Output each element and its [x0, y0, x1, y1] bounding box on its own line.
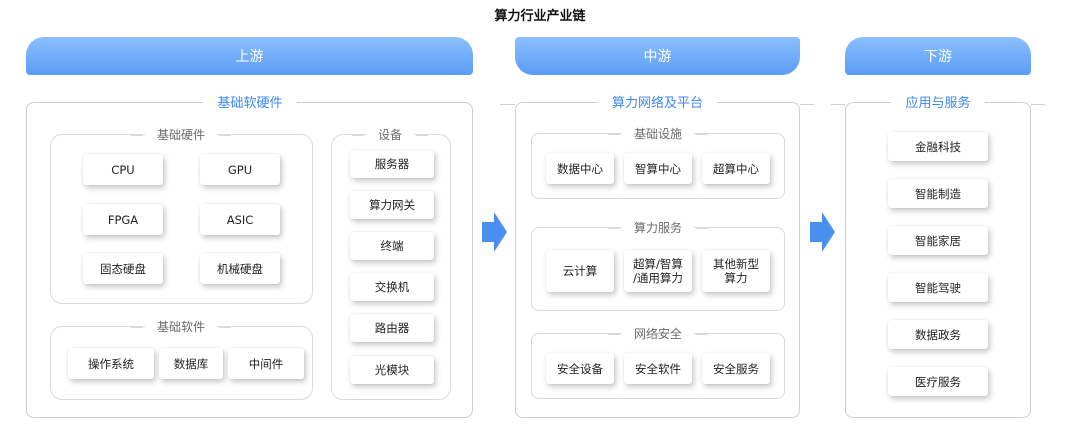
equipment-item: 终端 — [350, 232, 434, 260]
application-item: 金融科技 — [888, 132, 988, 161]
midstream-panel-title: 算力网络及平台 — [597, 96, 717, 111]
software-item: 数据库 — [159, 348, 223, 379]
hardware-item: CPU — [83, 154, 163, 185]
software-item: 操作系统 — [68, 348, 154, 379]
downstream-panel-title: 应用与服务 — [891, 96, 985, 111]
upstream-header: 上游 — [26, 37, 473, 75]
equipment-item: 交换机 — [350, 273, 434, 301]
software-item: 中间件 — [228, 348, 304, 379]
application-item: 智能家居 — [888, 226, 988, 255]
midstream-header: 中游 — [515, 37, 800, 75]
application-item: 数据政务 — [888, 320, 988, 349]
security-item: 安全软件 — [624, 353, 692, 384]
computing-service-item: 云计算 — [546, 250, 614, 292]
hardware-item: 固态硬盘 — [83, 253, 163, 284]
application-item: 智能制造 — [888, 179, 988, 208]
equipment-item: 服务器 — [350, 150, 434, 178]
equipment-item: 路由器 — [350, 314, 434, 342]
hardware-item: GPU — [200, 154, 280, 185]
security-item: 安全服务 — [702, 353, 770, 384]
equipment-item: 光模块 — [350, 356, 434, 384]
equipment-group-title: 设备 — [351, 128, 429, 142]
infrastructure-item: 数据中心 — [546, 153, 614, 184]
hardware-item: 机械硬盘 — [200, 253, 280, 284]
page-title: 算力行业产业链 — [494, 9, 586, 24]
infrastructure-item: 超算中心 — [702, 153, 770, 184]
computing-service-item: 超算/智算 /通用算力 — [624, 250, 692, 292]
computing-service-item: 其他新型 算力 — [702, 250, 770, 292]
upstream-panel-title: 基础软硬件 — [203, 96, 297, 111]
application-item: 医疗服务 — [888, 367, 988, 396]
equipment-group — [331, 134, 451, 400]
flow-arrow-icon — [482, 212, 507, 252]
equipment-item: 算力网关 — [350, 191, 434, 219]
hardware-group-title: 基础硬件 — [130, 128, 232, 142]
network-security-group-title: 网络安全 — [607, 327, 709, 341]
security-item: 安全设备 — [546, 353, 614, 384]
computing-services-group-title: 算力服务 — [607, 221, 709, 235]
downstream-header: 下游 — [845, 37, 1031, 75]
application-item: 智能驾驶 — [888, 273, 988, 302]
software-group-title: 基础软件 — [130, 320, 232, 334]
infrastructure-item: 智算中心 — [624, 153, 692, 184]
flow-arrow-icon — [810, 212, 835, 252]
hardware-item: FPGA — [83, 204, 163, 235]
hardware-item: ASIC — [200, 204, 280, 235]
infrastructure-group-title: 基础设施 — [607, 127, 709, 141]
